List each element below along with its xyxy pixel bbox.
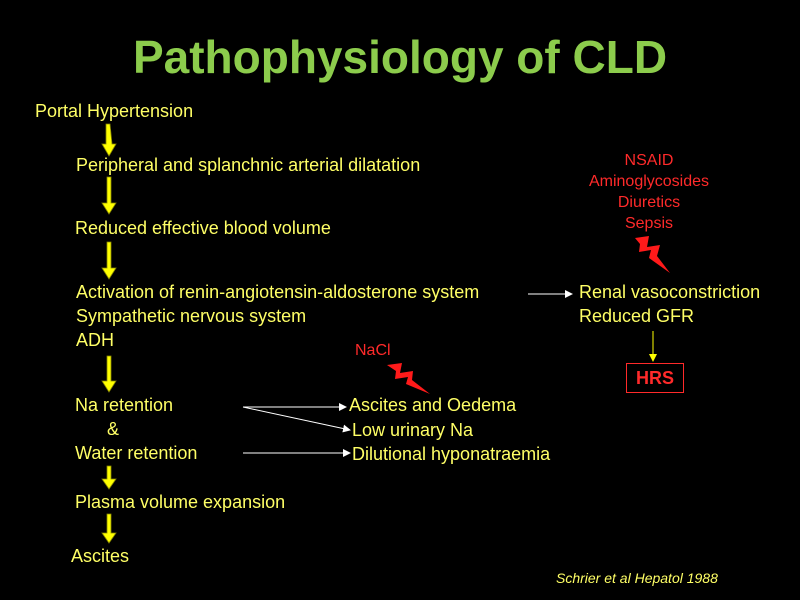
reduced-blood-volume-label: Reduced effective blood volume [75, 218, 331, 238]
arrow-down-icon [101, 513, 117, 544]
lightning-bolt-icon [635, 236, 670, 273]
plasma-expansion-label: Plasma volume expansion [75, 492, 286, 512]
arrow-down-icon [101, 465, 117, 490]
reduced-gfr-label: Reduced GFR [579, 306, 695, 326]
citation: Schrier et al Hepatol 1988 [556, 570, 718, 586]
ampersand-label: & [107, 419, 120, 439]
dilutional-hyponatraemia-label: Dilutional hyponatraemia [352, 444, 551, 464]
arrow-down-icon [101, 123, 117, 157]
na-retention-label: Na retention [75, 395, 174, 415]
low-urinary-na-label: Low urinary Na [352, 420, 474, 440]
arrow-down-icon [101, 176, 117, 215]
adh-label: ADH [76, 330, 115, 350]
arrow-right-icon [242, 406, 351, 433]
precipitant-item: Diuretics [617, 194, 681, 211]
precipitant-item: NSAID [624, 152, 674, 169]
slide-title: Pathophysiology of CLD [132, 31, 668, 83]
lightning-bolt-icon [387, 363, 430, 394]
arrow-down-icon [101, 355, 117, 393]
precipitant-item: Aminoglycosides [588, 173, 710, 190]
ascites-oedema-label: Ascites and Oedema [349, 395, 517, 415]
ascites-label: Ascites [71, 546, 130, 566]
precipitants-list: NSAID Aminoglycosides Diuretics Sepsis [574, 150, 724, 234]
hrs-box: HRS [626, 363, 684, 393]
raas-label: Activation of renin-angiotensin-aldoster… [76, 282, 480, 302]
water-retention-label: Water retention [75, 443, 198, 463]
arrow-down-icon [101, 241, 117, 280]
sympathetic-label: Sympathetic nervous system [76, 306, 307, 326]
nacl-label: NaCl [355, 342, 391, 359]
renal-vasoconstriction-label: Renal vasoconstriction [579, 282, 761, 302]
precipitant-item: Sepsis [624, 215, 674, 232]
portal-hypertension-label: Portal Hypertension [35, 101, 194, 121]
arterial-dilatation-label: Peripheral and splanchnic arterial dilat… [76, 155, 421, 175]
